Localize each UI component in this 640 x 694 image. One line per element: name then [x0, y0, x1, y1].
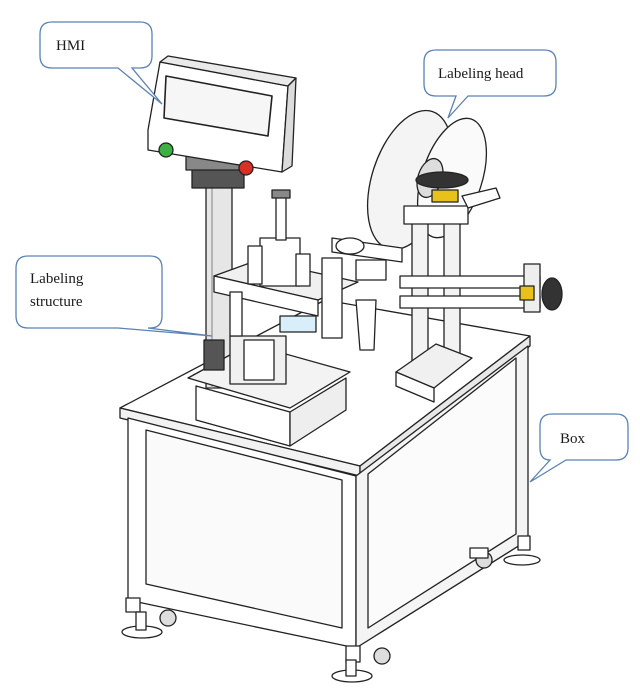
callout-labeling-structure: Labeling structure: [15, 255, 213, 337]
callout-labeling-structure-bubble: [15, 255, 213, 337]
red-button: [238, 160, 254, 176]
callout-labeling-head: Labeling head: [423, 49, 557, 119]
callout-labeling-head-bubble: [423, 49, 557, 119]
labeling-structure-mechanism: [187, 189, 359, 447]
labeling-head-mechanism: [331, 109, 563, 403]
callout-labeling-structure-line2: structure: [30, 294, 83, 310]
callout-box-bubble: [529, 413, 629, 483]
green-button: [158, 142, 174, 158]
callout-box: Box: [529, 413, 629, 483]
callout-hmi: HMI: [39, 21, 163, 105]
callout-labeling-structure-line1: Labeling: [30, 271, 84, 287]
cabinet-box: [119, 299, 541, 683]
callout-box-label: Box: [560, 431, 586, 447]
machine-drawing: [119, 55, 563, 683]
callout-hmi-label: HMI: [56, 38, 85, 54]
callout-hmi-bubble: [39, 21, 163, 105]
callout-labeling-head-label: Labeling head: [438, 66, 524, 82]
